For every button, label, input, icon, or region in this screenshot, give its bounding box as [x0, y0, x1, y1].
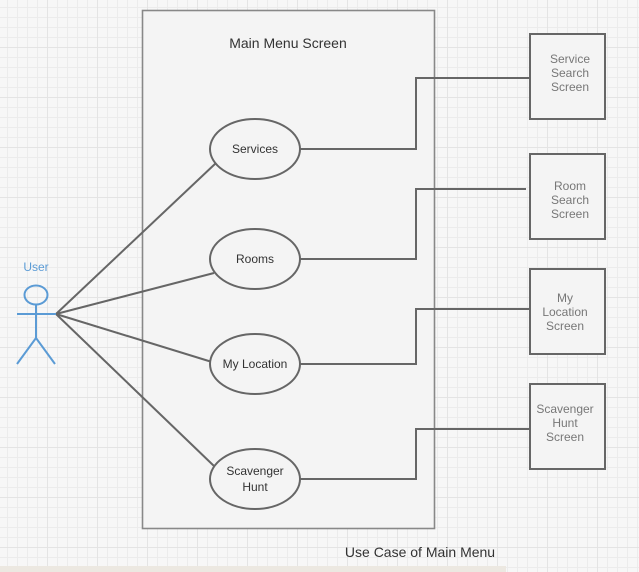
actor-figure[interactable]	[16, 284, 56, 365]
screen-box-service-search[interactable]	[529, 33, 606, 120]
actor-label: User	[23, 260, 49, 274]
link-scavenger-hunt-screen	[300, 428, 530, 480]
link-my-location-screen	[300, 308, 530, 365]
screen-label-service-search: Service Search Screen	[549, 52, 590, 94]
screen-label-scavenger-hunt: Scavenger Hunt Screen	[536, 402, 594, 444]
diagram-caption: Use Case of Main Menu	[344, 544, 496, 560]
screen-label-room-search: Room Search Screen	[550, 179, 590, 221]
use-case-label-services: Services	[231, 142, 278, 156]
association-services	[55, 162, 217, 315]
use-case-label-scavenger-hunt: Scavenger Hunt	[226, 464, 284, 494]
actor-left-leg	[16, 337, 37, 365]
screen-box-scavenger-hunt[interactable]	[529, 383, 606, 470]
association-my-location	[55, 313, 213, 363]
screen-box-room-search[interactable]	[529, 153, 606, 240]
association-rooms	[55, 272, 215, 315]
actor-head	[23, 284, 49, 306]
bottom-strip	[0, 566, 506, 572]
use-case-my-location[interactable]	[209, 333, 301, 395]
use-case-label-rooms: Rooms	[235, 252, 274, 266]
use-case-label-my-location: My Location	[222, 357, 288, 371]
link-services-screen	[300, 77, 530, 150]
association-scavenger-hunt	[55, 313, 215, 467]
use-case-rooms[interactable]	[209, 228, 301, 290]
system-boundary-title: Main Menu Screen	[229, 35, 347, 51]
use-case-scavenger-hunt[interactable]	[209, 448, 301, 510]
screen-box-my-location[interactable]	[529, 268, 606, 355]
link-rooms-screen	[300, 188, 526, 260]
actor-right-leg	[35, 337, 56, 365]
use-case-services[interactable]	[209, 118, 301, 180]
screen-label-my-location: My Location Screen	[542, 291, 588, 333]
